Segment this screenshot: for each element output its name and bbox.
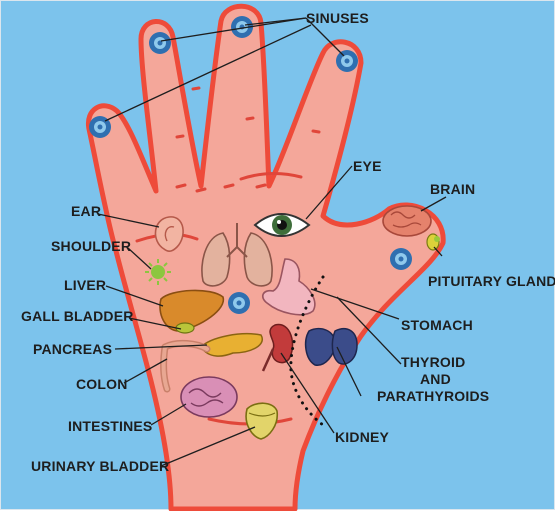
label-stomach: STOMACH xyxy=(401,317,473,333)
label-shoulder: SHOULDER xyxy=(51,238,131,254)
label-parathyroids: PARATHYROIDS xyxy=(377,388,489,404)
label-urinary-bladder: URINARY BLADDER xyxy=(31,458,169,474)
label-eye: EYE xyxy=(353,158,382,174)
label-kidney: KIDNEY xyxy=(335,429,390,445)
label-liver: LIVER xyxy=(64,277,106,293)
reflex-point-ring xyxy=(336,50,358,72)
label-sinuses: SINUSES xyxy=(306,10,369,26)
label-pancreas: PANCREAS xyxy=(33,341,112,357)
brain-icon xyxy=(383,206,431,236)
label-thyroid-and: AND xyxy=(420,371,451,387)
label-gall-bladder: GALL BLADDER xyxy=(21,308,134,324)
label-pituitary-gland: PITUITARY GLAND xyxy=(428,273,555,289)
reflex-point-thumb xyxy=(390,248,412,270)
reflex-point-index xyxy=(149,32,171,54)
label-colon: COLON xyxy=(76,376,128,392)
label-ear: EAR xyxy=(71,203,101,219)
label-brain: BRAIN xyxy=(430,181,475,197)
label-intestines: INTESTINES xyxy=(68,418,152,434)
reflex-point-palm xyxy=(228,292,250,314)
intestines-icon xyxy=(181,377,237,417)
label-thyroid: THYROID xyxy=(401,354,465,370)
